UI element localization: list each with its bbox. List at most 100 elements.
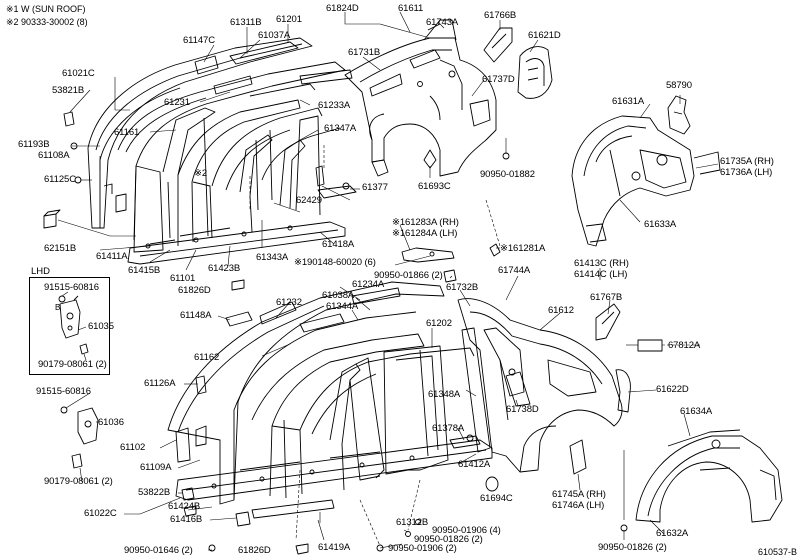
label-62429[interactable]: 62429 xyxy=(296,195,322,206)
label-61415b[interactable]: 61415B xyxy=(128,265,161,276)
lower-side-outer-panel xyxy=(167,281,493,527)
label-61377[interactable]: 61377 xyxy=(362,182,388,193)
label-61125c[interactable]: 61125C xyxy=(44,174,76,185)
label-53821b[interactable]: 53821B xyxy=(52,85,85,96)
lhd-title: LHD xyxy=(31,266,51,277)
label-61414c[interactable]: 61414C (LH) xyxy=(574,269,628,280)
label-61411a[interactable]: 61411A xyxy=(96,251,128,262)
label-61745a[interactable]: 61745A (RH) xyxy=(552,489,606,500)
label-61344a[interactable]: 61344A xyxy=(326,301,359,312)
label-61632a[interactable]: 61632A xyxy=(656,528,689,539)
clip-90950-01906 xyxy=(405,531,411,537)
label-61622d[interactable]: 61622D xyxy=(656,384,689,395)
label-161284a[interactable]: ※161284A (LH) xyxy=(392,228,458,239)
label-61201[interactable]: 61201 xyxy=(276,14,302,25)
label-61693c[interactable]: 61693C xyxy=(418,181,451,192)
label-61035[interactable]: 61035 xyxy=(88,321,114,332)
label-61824d[interactable]: 61824D xyxy=(326,3,359,14)
label-61193b[interactable]: 61193B xyxy=(18,139,50,150)
part-61738d xyxy=(505,371,531,407)
label-61766b[interactable]: 61766B xyxy=(484,10,517,21)
label-61738d[interactable]: 61738D xyxy=(506,404,539,415)
label-61744a[interactable]: 61744A xyxy=(498,265,531,276)
label-61746a[interactable]: 61746A (LH) xyxy=(552,500,605,511)
label-61102[interactable]: 61102 xyxy=(120,442,146,453)
label-62151b[interactable]: 62151B xyxy=(44,243,77,254)
label-61694c[interactable]: 61694C xyxy=(480,493,513,504)
label-61312b[interactable]: 61312B xyxy=(396,517,429,528)
part-61126a xyxy=(195,375,207,395)
part-61694c xyxy=(485,476,499,492)
label-91515-60816-a[interactable]: 91515-60816 xyxy=(44,282,99,293)
label-90950-01866[interactable]: 90950-01866 (2) xyxy=(374,270,443,281)
label-90950-01906-2[interactable]: 90950-01906 (2) xyxy=(388,543,457,554)
label-61231[interactable]: 61231 xyxy=(164,97,190,108)
label-90950-01826-2b[interactable]: 90950-01826 (2) xyxy=(598,542,667,553)
label-61611[interactable]: 61611 xyxy=(398,3,424,14)
label-61631a[interactable]: 61631A xyxy=(612,96,645,107)
label-61731b[interactable]: 61731B xyxy=(348,47,381,58)
part-62429 xyxy=(315,165,325,187)
label-61161[interactable]: 61161 xyxy=(114,127,140,138)
label-61423b[interactable]: 61423B xyxy=(208,263,241,274)
label-61348a[interactable]: 61348A xyxy=(428,389,461,400)
label-61767b[interactable]: 61767B xyxy=(590,292,623,303)
label-67812a[interactable]: 67812A xyxy=(668,340,701,351)
label-61826d-lower[interactable]: 61826D xyxy=(238,545,271,556)
label-61413c[interactable]: 61413C (RH) xyxy=(574,258,629,269)
label-61232[interactable]: 61232 xyxy=(276,297,302,308)
label-61147c[interactable]: 61147C xyxy=(183,35,215,46)
label-61419a[interactable]: 61419A xyxy=(318,542,351,553)
label-61737d[interactable]: 61737D xyxy=(482,74,515,85)
lhd-inset-box xyxy=(29,277,110,375)
label-61109a[interactable]: 61109A xyxy=(140,462,172,473)
label-61412a[interactable]: 61412A xyxy=(458,459,491,470)
label-61021c[interactable]: 61021C xyxy=(62,68,95,79)
label-61234a[interactable]: 61234A xyxy=(352,279,385,290)
label-58790[interactable]: 58790 xyxy=(666,80,692,91)
clip-90950-01826-b xyxy=(376,544,384,552)
label-61612[interactable]: 61612 xyxy=(548,305,574,316)
label-61735a[interactable]: 61735A (RH) xyxy=(720,156,774,167)
label-61233a[interactable]: 61233A xyxy=(318,100,351,111)
label-61826d-upper[interactable]: 61826D xyxy=(178,285,211,296)
label-61202[interactable]: 61202 xyxy=(426,318,452,329)
label-b-marker: B xyxy=(55,303,61,312)
label-61126a[interactable]: 61126A xyxy=(144,378,176,389)
label-61148a[interactable]: 61148A xyxy=(180,310,212,321)
label-161281a[interactable]: ※161281A xyxy=(500,243,546,254)
label-61343a[interactable]: 61343A xyxy=(256,252,289,263)
label-90950-01826-2a[interactable]: 90950-01826 (2) xyxy=(414,534,483,545)
label-61743a[interactable]: 61743A xyxy=(426,17,459,28)
label-161283a[interactable]: ※161283A (RH) xyxy=(392,217,459,228)
label-61378a[interactable]: 61378A xyxy=(432,423,465,434)
label-61038a[interactable]: 61038A xyxy=(322,290,355,301)
label-90950-01882[interactable]: 90950-01882 xyxy=(480,169,535,180)
label-90179-08061-b[interactable]: 90179-08061 (2) xyxy=(44,476,113,487)
label-90950-01646[interactable]: 90950-01646 (2) xyxy=(124,545,193,556)
label-61022c[interactable]: 61022C xyxy=(84,508,117,519)
label-61108a[interactable]: 61108A xyxy=(38,150,70,161)
part-67812a xyxy=(637,339,663,352)
label-61347a[interactable]: 61347A xyxy=(324,123,357,134)
label-61424b[interactable]: 61424B xyxy=(168,501,201,512)
rear-wheel-housing-lower xyxy=(635,429,783,523)
label-190148[interactable]: ※190148-60020 (6) xyxy=(294,257,376,268)
label-61633a[interactable]: 61633A xyxy=(644,219,677,230)
label-61162[interactable]: 61162 xyxy=(194,352,220,363)
label-61634a[interactable]: 61634A xyxy=(680,406,713,417)
label-91515-60816-b[interactable]: 91515-60816 xyxy=(36,386,91,397)
label-61416b[interactable]: 61416B xyxy=(170,514,203,525)
label-53822b[interactable]: 53822B xyxy=(138,487,171,498)
label-61736a[interactable]: 61736A (LH) xyxy=(720,167,773,178)
label-61101[interactable]: 61101 xyxy=(170,273,196,284)
label-61037a[interactable]: 61037A xyxy=(258,30,291,41)
label-61418a[interactable]: 61418A xyxy=(322,239,355,250)
label-90950-01906-4[interactable]: 90950-01906 (4) xyxy=(432,525,501,536)
label-90179-08061-a[interactable]: 90179-08061 (2) xyxy=(38,359,107,370)
label-61621d[interactable]: 61621D xyxy=(528,30,561,41)
label-61732b[interactable]: 61732B xyxy=(446,282,479,293)
label-61311b[interactable]: 61311B xyxy=(230,17,262,28)
label-61036[interactable]: 61036 xyxy=(98,417,124,428)
